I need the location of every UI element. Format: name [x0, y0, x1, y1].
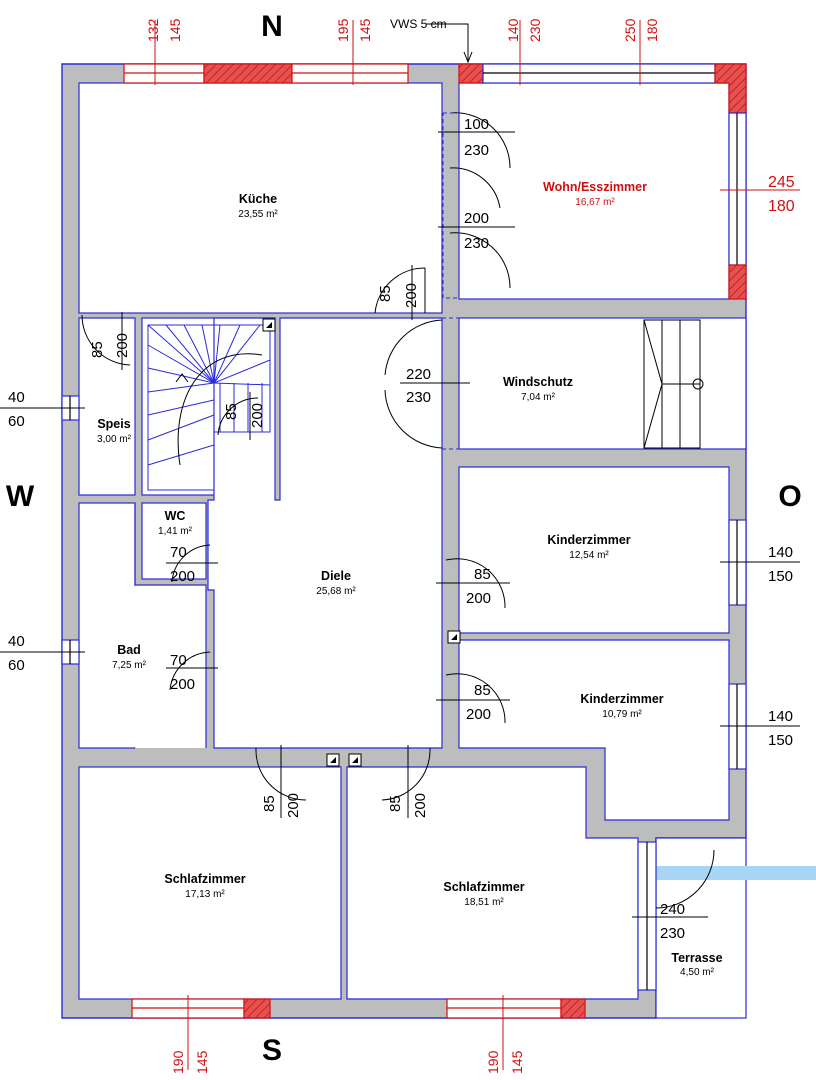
dim-n3a: 140 [505, 18, 521, 42]
shaft-markers [262, 318, 461, 767]
door-swings [81, 112, 715, 909]
room-name-speis: Speis [97, 417, 130, 431]
dim-door-speis-b: 200 [114, 333, 131, 358]
room-kinder2 [458, 639, 730, 821]
dim-door-bad-a: 70 [170, 652, 187, 669]
dim-door-s1-a: 85 [261, 795, 278, 812]
room-area-kinder1: 12,54 m² [569, 550, 609, 561]
room-area-kueche: 23,55 m² [238, 209, 278, 220]
room-area-speis: 3,00 m² [97, 434, 132, 445]
dim-door-ws-b: 230 [406, 389, 431, 406]
dim-s2a: 190 [485, 1050, 501, 1074]
room-area-schlaf1: 17,13 m² [185, 889, 225, 900]
room-kinder1 [458, 466, 730, 634]
room-name-wc: WC [165, 509, 186, 523]
dim-w-bad-a: 40 [8, 633, 25, 650]
dim-s2b: 145 [509, 1050, 525, 1074]
dim-door-k1-a: 85 [474, 566, 491, 583]
room-area-wohn: 16,67 m² [575, 197, 615, 208]
compass-east: O [778, 480, 801, 513]
dim-n4b: 180 [644, 18, 660, 42]
dim-w-speis-a: 40 [8, 389, 25, 406]
compass-west: W [6, 480, 35, 513]
room-speis [78, 317, 136, 496]
room-wc [141, 502, 207, 580]
room-area-terrasse: 4,50 m² [680, 967, 715, 978]
dim-e-k1-b: 150 [768, 568, 793, 585]
dim-door-kd-b: 200 [403, 283, 420, 308]
compass-north: N [261, 10, 283, 43]
dim-s1a: 190 [170, 1050, 186, 1074]
dim-n4a: 250 [622, 18, 638, 42]
dimension-lines [154, 20, 800, 1070]
dim-door-ter-b: 230 [660, 925, 685, 942]
room-area-windschutz: 7,04 m² [521, 392, 556, 403]
dim-n1b: 145 [167, 18, 183, 42]
dim-door-s1-b: 200 [285, 793, 302, 818]
dim-door-s2-a: 85 [387, 795, 404, 812]
dim-e-k2-b: 150 [768, 732, 793, 749]
dim-door-ter-a: 240 [660, 901, 685, 918]
dim-s1b: 145 [194, 1050, 210, 1074]
windows [61, 63, 747, 1019]
room-name-kinder2: Kinderzimmer [580, 692, 663, 706]
dim-door-s2-b: 200 [412, 793, 429, 818]
room-name-diele: Diele [321, 569, 351, 583]
room-name-kueche: Küche [239, 192, 277, 206]
dim-door-stair-a: 85 [223, 403, 240, 420]
room-kueche [78, 82, 443, 314]
room-schlaf1 [78, 766, 342, 1000]
room-name-bad: Bad [117, 643, 141, 657]
room-name-schlaf2: Schlafzimmer [443, 880, 524, 894]
room-name-windschutz: Windschutz [503, 375, 573, 389]
dim-n2a: 195 [335, 18, 351, 42]
dim-e-wohn-a: 245 [768, 174, 795, 191]
room-area-schlaf2: 18,51 m² [464, 897, 504, 908]
dim-e-k1-a: 140 [768, 544, 793, 561]
room-name-kinder1: Kinderzimmer [547, 533, 630, 547]
dim-door-kw1b: 230 [464, 142, 489, 159]
dim-door-k1-b: 200 [466, 590, 491, 607]
room-area-diele: 25,68 m² [316, 586, 356, 597]
room-area-bad: 7,25 m² [112, 660, 147, 671]
dim-door-stair-b: 200 [249, 403, 266, 428]
dim-n1a: 132 [145, 18, 161, 42]
vws-annotation: VWS 5 cm [390, 17, 447, 31]
dim-e-wohn-b: 180 [768, 198, 795, 215]
dim-door-kw1a: 100 [464, 116, 489, 133]
terrace-band [638, 866, 816, 880]
dim-door-ws-a: 220 [406, 366, 431, 383]
dim-e-k2-a: 140 [768, 708, 793, 725]
room-schlaf2 [346, 766, 639, 1000]
room-name-wohn: Wohn/Esszimmer [543, 180, 647, 194]
dim-door-kw2b: 230 [464, 235, 489, 252]
dim-n2b: 145 [357, 18, 373, 42]
dim-n3b: 230 [527, 18, 543, 42]
compass-south: S [262, 1034, 282, 1067]
room-area-wc: 1,41 m² [158, 526, 193, 537]
dim-door-bad-b: 200 [170, 676, 195, 693]
dim-w-speis-b: 60 [8, 413, 25, 430]
dimension-lines-black [0, 23, 800, 918]
room-name-schlaf1: Schlafzimmer [164, 872, 245, 886]
dim-door-wc-b: 200 [170, 568, 195, 585]
dim-door-kw2a: 200 [464, 210, 489, 227]
entrance-steps [643, 319, 704, 449]
dim-door-wc-a: 70 [170, 544, 187, 561]
dim-door-k2-b: 200 [466, 706, 491, 723]
room-area-kinder2: 10,79 m² [602, 709, 642, 720]
room-name-terrasse: Terrasse [671, 951, 722, 965]
room-diele [207, 317, 443, 749]
dim-door-k2-a: 85 [474, 682, 491, 699]
dim-w-bad-b: 60 [8, 657, 25, 674]
dim-door-speis-a: 85 [89, 341, 106, 358]
dim-door-kd-a: 85 [377, 285, 394, 302]
